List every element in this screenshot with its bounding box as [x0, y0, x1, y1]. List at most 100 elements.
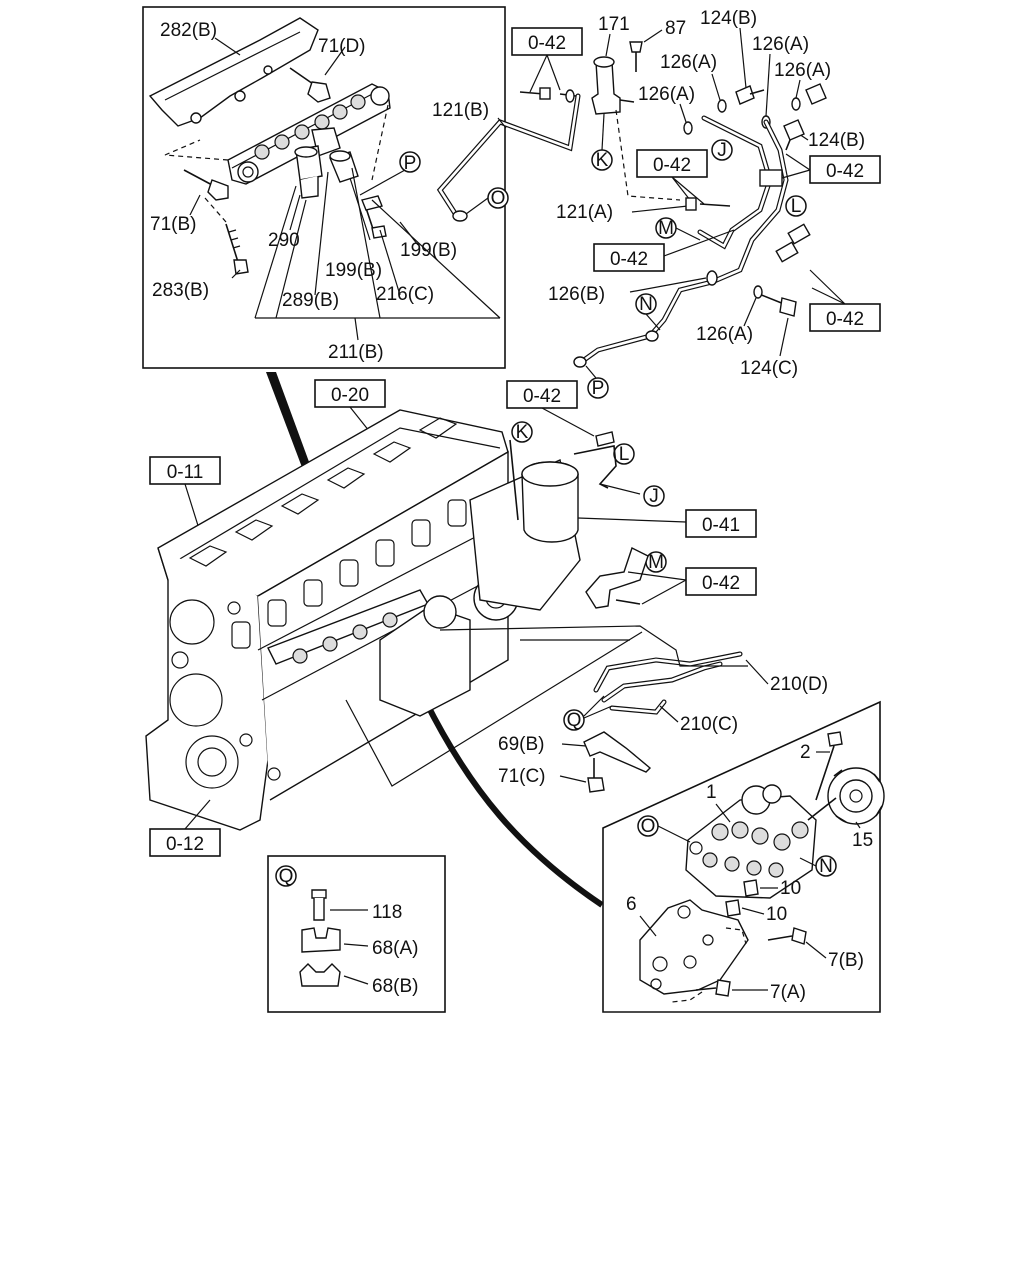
- label-290: 290: [268, 230, 300, 251]
- fuel-lines-area: 0-42 171 87 121(B): [432, 8, 881, 399]
- ref-0-42-engine: 0-42: [523, 386, 561, 407]
- label-126a-third: 126(A): [752, 34, 809, 55]
- connector-p-marker-lines: [587, 377, 609, 399]
- fitting-171: [591, 56, 635, 115]
- label-282b: 282(B): [160, 20, 217, 41]
- label-124b-right: 124(B): [808, 130, 865, 151]
- label-199b-first: 199(B): [400, 240, 457, 261]
- connector-q-marker-engine: [563, 709, 585, 731]
- label-126a-second: 126(A): [638, 84, 695, 105]
- connector-p-label-lines: P: [592, 378, 605, 399]
- label-10-upper: 10: [780, 878, 801, 899]
- bolt-7a: [695, 979, 731, 997]
- connector-j-label-engine: J: [649, 486, 659, 507]
- ref-0-42-lower: 0-42: [826, 309, 864, 330]
- common-rail-body: [227, 83, 391, 185]
- connector-k-label-lines: K: [596, 150, 609, 171]
- ref-0-42-right: 0-42: [826, 161, 864, 182]
- label-68a: 68(A): [372, 938, 418, 959]
- banjo-bolts-top: [519, 87, 577, 103]
- high-pressure-pipes: [593, 651, 743, 715]
- rail-cover-282b: [148, 17, 319, 127]
- label-7a: 7(A): [770, 982, 806, 1003]
- label-210d: 210(D): [770, 674, 828, 695]
- connector-n-label-lines: N: [639, 294, 653, 315]
- connector-o-label-pump: O: [641, 816, 656, 837]
- label-118: 118: [372, 902, 402, 923]
- bolt-124b-right: [783, 119, 805, 151]
- bolt-2: [815, 731, 843, 801]
- label-6: 6: [626, 894, 637, 915]
- label-10-lower: 10: [766, 904, 787, 925]
- common-rail-inset: P 282(B) 71(D) 71(B) 290 199(B) 199(B) 2…: [142, 6, 506, 369]
- connector-l-marker-lines: [785, 195, 807, 217]
- ref-0-41: 0-41: [702, 515, 740, 536]
- label-171: 171: [598, 14, 630, 35]
- connector-p-label: P: [404, 153, 417, 174]
- connector-l-label-lines: L: [791, 196, 802, 217]
- fitting-10-lower: [725, 899, 741, 917]
- connector-m-label-engine: M: [648, 552, 664, 573]
- bolt-124b-top: [735, 85, 765, 105]
- supply-pump-inset: 15 2 1 O: [602, 700, 885, 1013]
- label-71c: 71(C): [498, 766, 546, 787]
- leak-off-line-assembly: [573, 115, 811, 368]
- connector-q-label-engine: Q: [567, 710, 582, 731]
- connector-k-marker-lines: [591, 149, 613, 171]
- ref-box-0-42-bracket: [685, 567, 757, 596]
- banjo-bolt-121a: [685, 197, 731, 211]
- label-68b: 68(B): [372, 976, 418, 997]
- label-126a-first: 126(A): [660, 52, 717, 73]
- clamp-68b: [299, 963, 341, 987]
- bolt-71b: [183, 169, 229, 201]
- label-126a-fourth: 126(A): [774, 60, 831, 81]
- label-289b: 289(B): [282, 290, 339, 311]
- bolt-71c: [587, 758, 605, 793]
- label-69b: 69(B): [498, 734, 544, 755]
- label-71d: 71(D): [318, 36, 366, 57]
- connector-m-label-lines: M: [658, 218, 674, 239]
- label-71b: 71(B): [150, 214, 196, 235]
- label-283b: 283(B): [152, 280, 209, 301]
- connector-j-label-lines: J: [717, 140, 727, 161]
- label-199b-second: 199(B): [325, 260, 382, 281]
- connector-j-marker-engine: [643, 485, 665, 507]
- limiter-part-216c: [361, 195, 387, 239]
- connector-k-marker-engine: [511, 421, 533, 443]
- connector-q-label-inset: Q: [279, 866, 294, 887]
- label-2: 2: [800, 742, 811, 763]
- label-211b: 211(B): [328, 342, 384, 363]
- washer-126a-2: [683, 121, 693, 135]
- label-124c: 124(C): [740, 358, 798, 379]
- clamp-inset-q: Q 118 68(A) 68(B): [267, 855, 446, 1013]
- washer-126a-5: [753, 285, 763, 299]
- ref-0-20: 0-20: [331, 385, 369, 406]
- engine-area: 0-20 0-42 0-11: [145, 379, 828, 857]
- clamp-bracket-69b: [583, 731, 652, 773]
- pump-gear-15: [827, 767, 885, 825]
- label-216c: 216(C): [376, 284, 434, 305]
- bolt-71d: [289, 67, 331, 103]
- connector-k-label-engine: K: [516, 422, 529, 443]
- bolt-124b-right-upper: [805, 83, 827, 105]
- label-121b: 121(B): [432, 100, 489, 121]
- label-210c: 210(C): [680, 714, 738, 735]
- ref-0-42-left: 0-42: [610, 249, 648, 270]
- supply-pump-1: [685, 784, 837, 899]
- filter-bracket-bolts: [573, 431, 641, 495]
- washer-126a-4: [791, 97, 801, 111]
- ref-box-0-42-left: [593, 243, 665, 272]
- label-124b-top: 124(B): [700, 8, 757, 29]
- label-7b: 7(B): [828, 950, 864, 971]
- washer-126a-1: [717, 99, 727, 113]
- bolt-87: [629, 41, 643, 72]
- fitting-10-upper: [743, 879, 759, 897]
- intake-ports: [231, 499, 467, 649]
- pressure-sensor-290: [294, 145, 323, 199]
- clamp-68a: [301, 927, 341, 953]
- label-15: 15: [852, 830, 873, 851]
- ref-0-42-mid: 0-42: [653, 155, 691, 176]
- bolt-118: [311, 889, 327, 921]
- label-1: 1: [706, 782, 717, 803]
